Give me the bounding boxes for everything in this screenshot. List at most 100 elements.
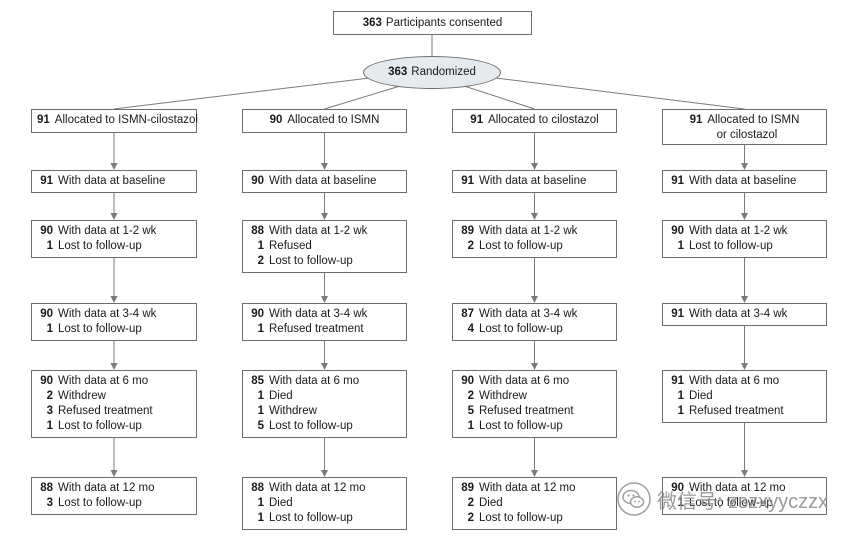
count: 5 — [257, 420, 264, 432]
consented-count: 363 — [362, 17, 382, 29]
description: Withdrew — [58, 390, 106, 402]
description: Allocated to ISMN — [707, 114, 800, 126]
description: Refused treatment — [689, 405, 784, 417]
count: 87 — [461, 308, 474, 320]
count: 4 — [467, 323, 474, 335]
description: Died — [689, 390, 713, 402]
description: With data at 6 mo — [689, 375, 780, 387]
description: Withdrew — [269, 405, 317, 417]
wechat-id-text: 微信号: zszxyyczzx — [657, 490, 829, 513]
count: 91 — [40, 175, 53, 187]
count: 90 — [251, 308, 264, 320]
count: 2 — [467, 512, 474, 524]
description: With data at 3-4 wk — [269, 308, 368, 320]
description: Lost to follow-up — [58, 323, 142, 335]
wechat-watermark: 微信号: zszxyyczzx — [617, 481, 828, 517]
count: 89 — [461, 225, 474, 237]
description: Refused treatment — [479, 405, 574, 417]
description: Lost to follow-up — [689, 497, 773, 509]
description: With data at baseline — [689, 175, 797, 187]
count: 91 — [37, 114, 50, 126]
count: 90 — [671, 482, 684, 494]
randomized-to-arm-2-line — [324, 82, 411, 110]
count: 91 — [461, 175, 474, 187]
description: Refused treatment — [58, 405, 153, 417]
description: With data at 12 mo — [479, 482, 576, 494]
description: With data at 12 mo — [689, 482, 786, 494]
description: With data at baseline — [269, 175, 377, 187]
box-line: 90 With data at 6 mo — [37, 374, 191, 389]
count: 90 — [40, 308, 53, 320]
description: With data at 1-2 wk — [689, 225, 788, 237]
count: 1 — [257, 512, 264, 524]
description: Allocated to cilostazol — [488, 114, 599, 126]
count: 91 — [671, 308, 684, 320]
count: 3 — [46, 497, 53, 509]
count: 1 — [257, 497, 264, 509]
count: 90 — [40, 375, 53, 387]
description: Refused — [269, 240, 312, 252]
description: With data at 3-4 wk — [479, 308, 578, 320]
randomized-to-arm-4-line — [487, 76, 745, 110]
count: 88 — [251, 482, 264, 494]
description: Died — [479, 497, 503, 509]
description: With data at 6 mo — [58, 375, 149, 387]
count: 1 — [46, 323, 53, 335]
box-line: 91 With data at 6 mo — [668, 374, 821, 389]
randomized-label: Randomized — [411, 66, 476, 78]
count: 1 — [46, 240, 53, 252]
box-line: 90 With data at 3-4 wk — [248, 307, 401, 322]
count: 1 — [467, 420, 474, 432]
count: 91 — [671, 375, 684, 387]
box-line: 1 Died — [248, 496, 401, 511]
count: 90 — [40, 225, 53, 237]
count: 2 — [467, 240, 474, 252]
box-line: 89 With data at 1-2 wk — [458, 224, 611, 239]
count: 2 — [257, 255, 264, 267]
description: Allocated to ISMN — [287, 114, 380, 126]
description: or cilostazol — [716, 129, 778, 141]
count: 91 — [671, 175, 684, 187]
description: With data at 1-2 wk — [479, 225, 578, 237]
description: Died — [269, 497, 293, 509]
randomized-count: 363 — [388, 66, 408, 78]
